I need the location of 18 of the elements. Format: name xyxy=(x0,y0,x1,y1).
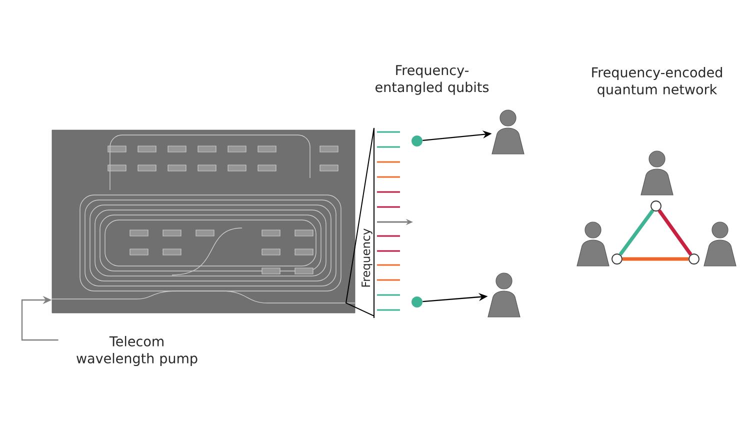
person-icon xyxy=(704,222,736,266)
network-link xyxy=(618,209,654,256)
person-icon xyxy=(640,150,674,196)
heading: Frequency-encoded quantum network xyxy=(592,66,722,98)
network-node xyxy=(650,200,662,212)
person-icon xyxy=(488,272,520,318)
pump-label: Telecom wavelength pump xyxy=(76,336,198,366)
network-node xyxy=(612,254,622,264)
network-link xyxy=(658,209,692,256)
network-link xyxy=(622,257,689,261)
person-icon xyxy=(492,110,524,154)
arrow xyxy=(21,296,58,341)
heading: Frequency-entangled qubits xyxy=(376,65,489,95)
network-node xyxy=(688,254,700,264)
qubit-dot xyxy=(412,136,422,146)
chip-micrograph-drawing xyxy=(52,130,356,314)
person-icon xyxy=(576,222,610,266)
qubit-dot xyxy=(412,296,422,308)
